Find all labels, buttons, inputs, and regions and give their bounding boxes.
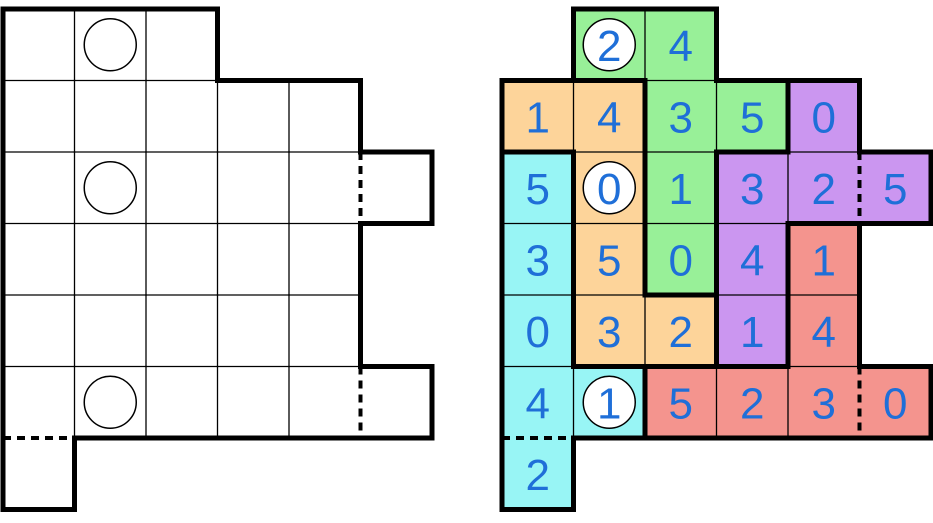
cell[interactable] (146, 223, 218, 296)
cell-number: 3 (812, 379, 836, 428)
cell[interactable] (289, 223, 361, 296)
cell[interactable] (645, 9, 717, 81)
cell[interactable] (3, 152, 75, 224)
cell[interactable] (502, 152, 574, 224)
cell[interactable] (788, 80, 860, 153)
cell-number: 1 (740, 308, 764, 357)
cell[interactable] (146, 366, 218, 439)
cell[interactable] (3, 9, 75, 81)
cell[interactable] (3, 295, 75, 367)
cell[interactable] (645, 80, 717, 153)
cell-number: 1 (812, 236, 836, 285)
cell[interactable] (3, 223, 75, 296)
cell[interactable] (217, 80, 290, 153)
cell[interactable] (502, 80, 574, 153)
cell-number: 3 (597, 308, 621, 357)
cell[interactable] (573, 295, 646, 367)
cell-number: 0 (526, 308, 550, 357)
given-circle (83, 161, 137, 215)
cell[interactable] (502, 438, 574, 510)
cell[interactable] (74, 80, 147, 153)
cell[interactable] (289, 80, 361, 153)
cell-number: 5 (669, 379, 693, 428)
cell[interactable] (360, 152, 433, 224)
cell-number: 0 (669, 236, 693, 285)
given-circle (582, 375, 636, 429)
cell[interactable] (716, 80, 789, 153)
given-circle (83, 18, 137, 72)
given-number: 1 (597, 379, 621, 428)
cell[interactable] (146, 295, 218, 367)
cell[interactable] (788, 366, 860, 439)
cell[interactable] (573, 80, 646, 153)
cell-number: 1 (526, 93, 550, 142)
cell[interactable] (217, 223, 290, 296)
cell[interactable] (3, 80, 75, 153)
cell-number: 1 (669, 165, 693, 214)
cell[interactable] (645, 366, 717, 439)
cell[interactable] (716, 223, 789, 296)
cell[interactable] (645, 295, 717, 367)
cell[interactable] (716, 295, 789, 367)
given-circle (582, 161, 636, 215)
cell-number: 5 (883, 165, 907, 214)
cell[interactable] (716, 152, 789, 224)
given-number: 0 (597, 165, 621, 214)
cell[interactable] (217, 152, 290, 224)
given-circle (83, 375, 137, 429)
cell-number: 5 (597, 236, 621, 285)
cell-number: 4 (597, 93, 621, 142)
cell-number: 2 (812, 165, 836, 214)
cell[interactable] (788, 295, 860, 367)
cell[interactable] (502, 295, 574, 367)
cell[interactable] (289, 152, 361, 224)
cell[interactable] (645, 223, 717, 296)
cell-number: 4 (812, 308, 836, 357)
cell-number: 2 (740, 379, 764, 428)
given-number: 2 (597, 22, 621, 71)
cell-number: 5 (740, 93, 764, 142)
cell[interactable] (573, 223, 646, 296)
given-circle (582, 18, 636, 72)
cell-number: 4 (526, 379, 550, 428)
cell[interactable] (217, 295, 290, 367)
empty-puzzle-grid (0, 6, 435, 512)
cell[interactable] (74, 223, 147, 296)
cell[interactable] (289, 366, 361, 439)
cell[interactable] (859, 366, 932, 439)
cell[interactable] (3, 438, 75, 510)
cell[interactable] (146, 9, 218, 81)
cell[interactable] (360, 366, 433, 439)
cell-number: 2 (669, 308, 693, 357)
cell-number: 0 (883, 379, 907, 428)
cell-number: 4 (740, 236, 764, 285)
cell-number: 3 (740, 165, 764, 214)
cell-number: 4 (669, 22, 693, 71)
cell[interactable] (502, 223, 574, 296)
cell[interactable] (146, 152, 218, 224)
cell[interactable] (502, 366, 574, 439)
cell[interactable] (716, 366, 789, 439)
cell[interactable] (217, 366, 290, 439)
cell[interactable] (146, 80, 218, 153)
cell-number: 2 (526, 451, 550, 500)
cell-number: 0 (812, 93, 836, 142)
cell[interactable] (859, 152, 932, 224)
cell-number: 5 (526, 165, 550, 214)
cell[interactable] (645, 152, 717, 224)
cell-number: 3 (669, 93, 693, 142)
cell[interactable] (3, 366, 75, 439)
cell[interactable] (788, 152, 860, 224)
cell[interactable] (788, 223, 860, 296)
cell[interactable] (289, 295, 361, 367)
cell[interactable] (74, 295, 147, 367)
cell-number: 3 (526, 236, 550, 285)
